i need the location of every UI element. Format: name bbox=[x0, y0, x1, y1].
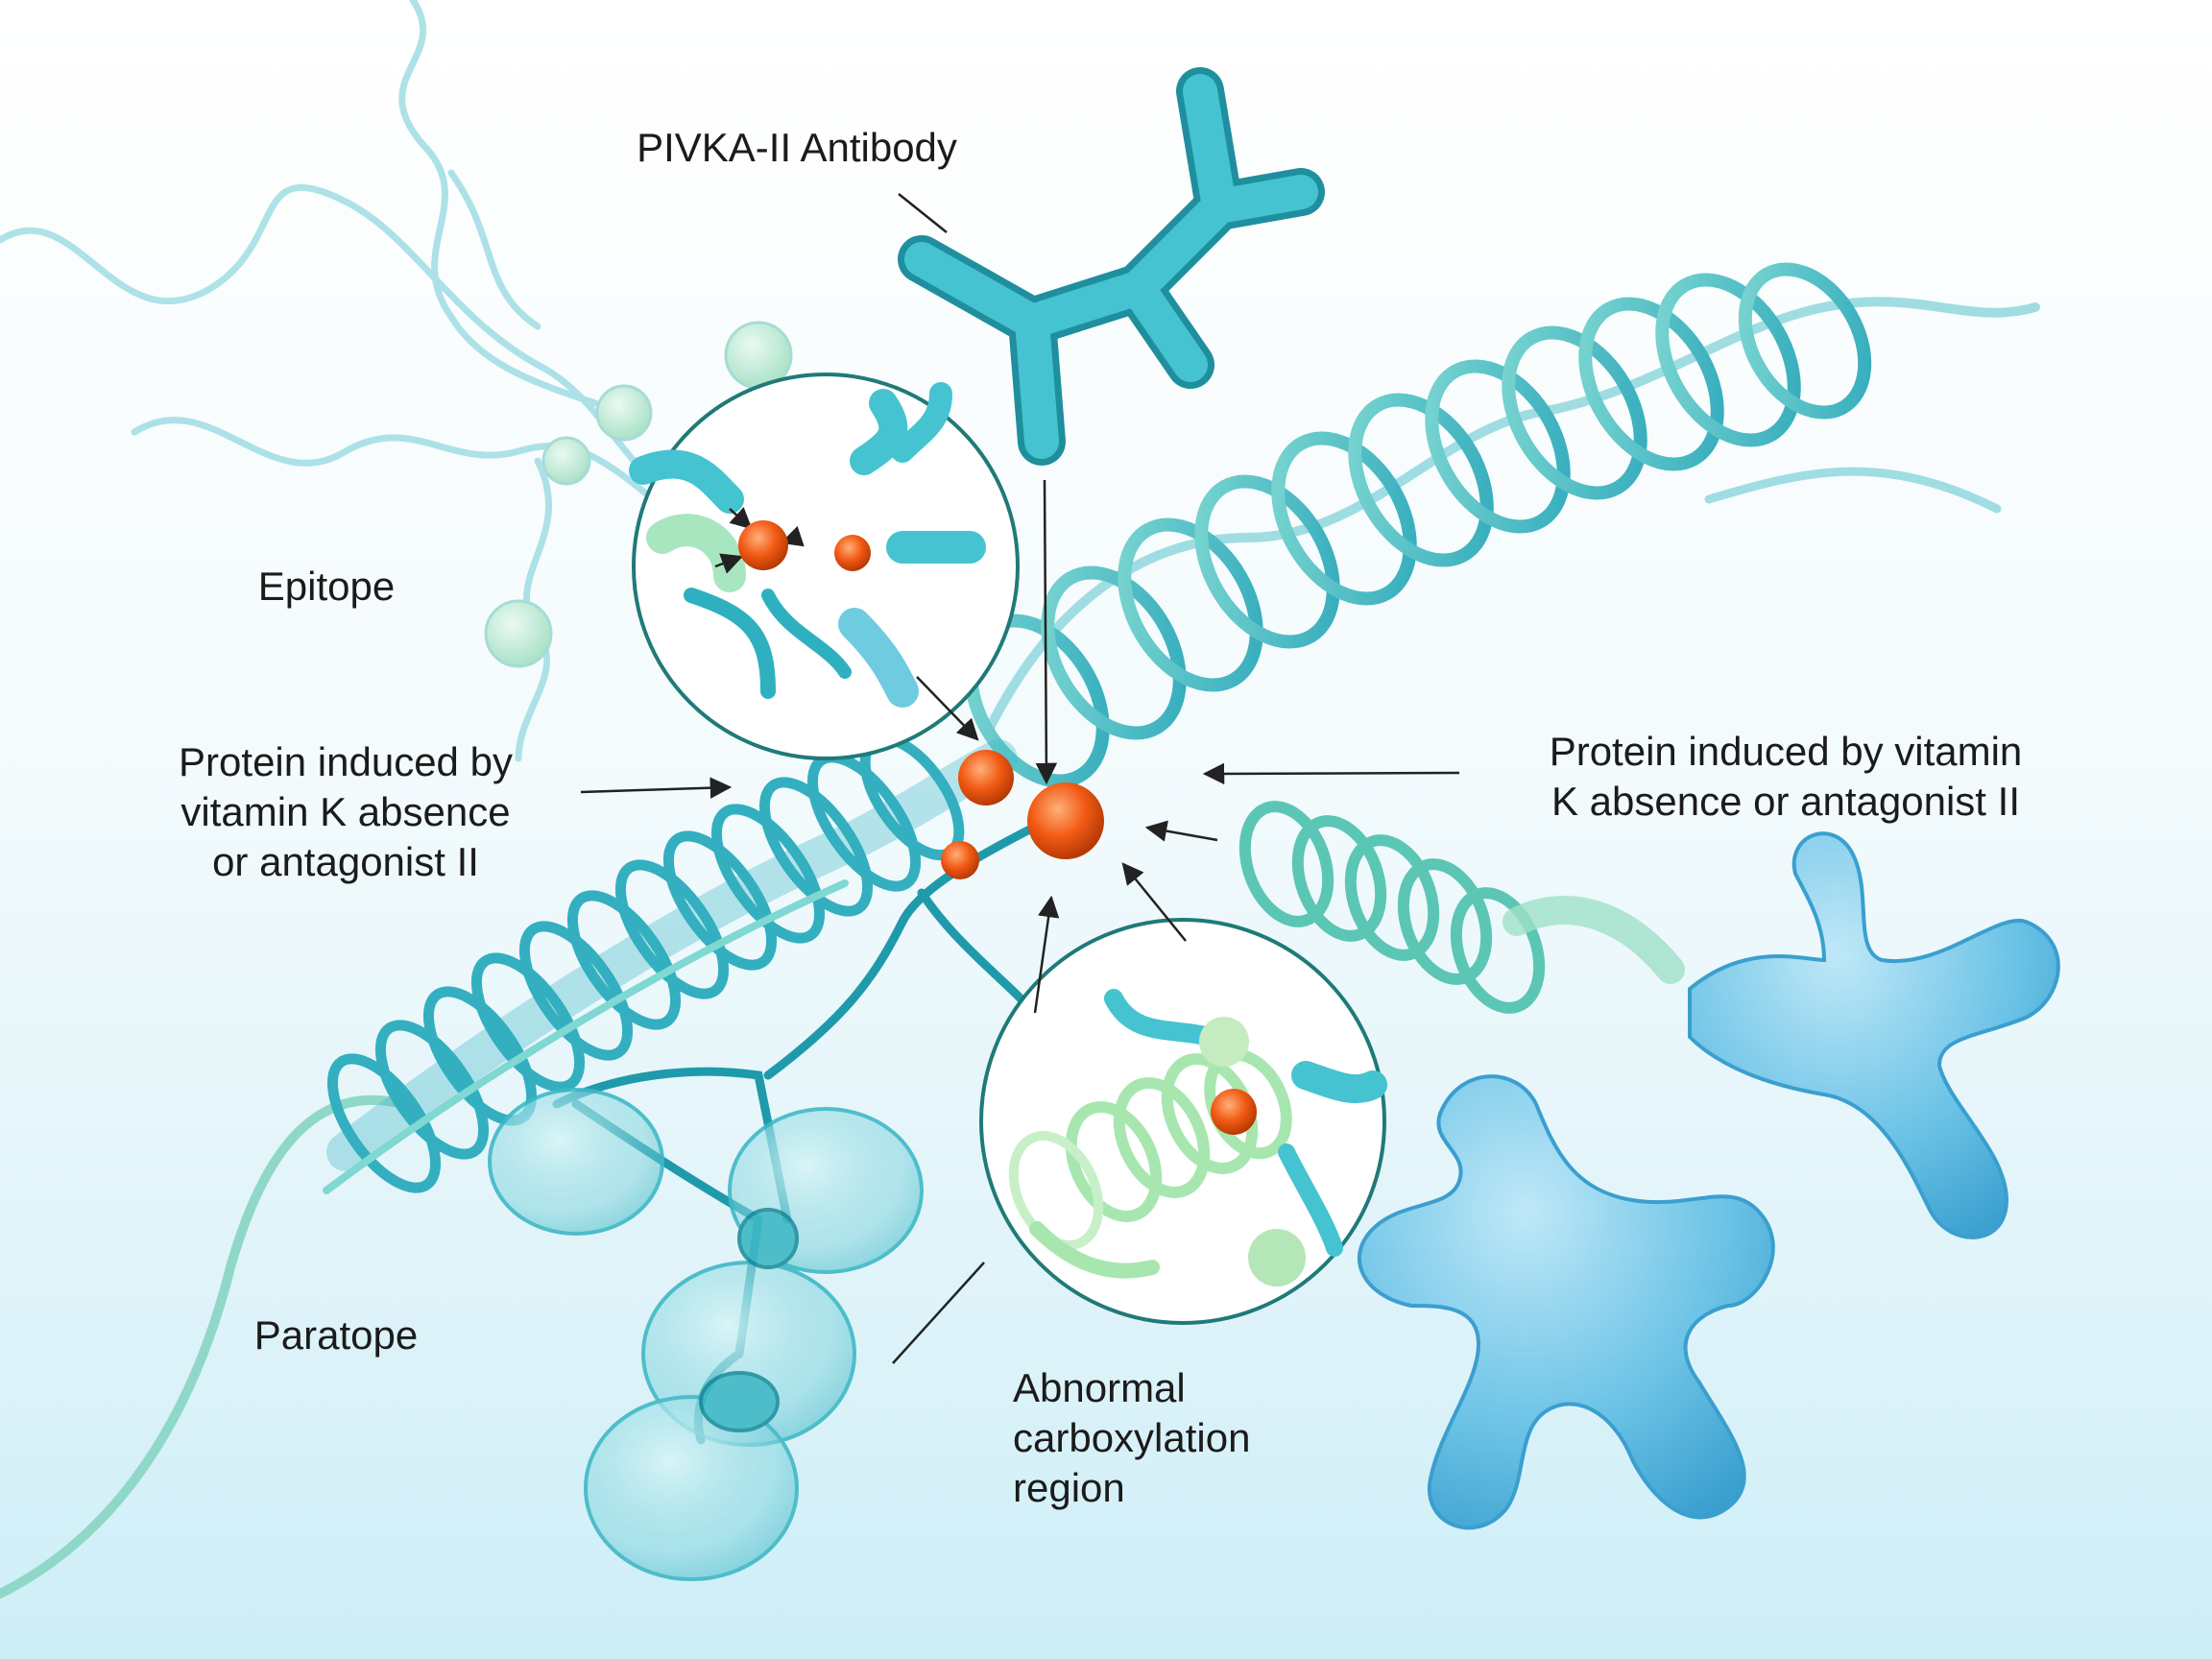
protein-label-left-line3: or antagonist II bbox=[212, 839, 479, 884]
abnormal-label-line2: carboxylation bbox=[1013, 1415, 1251, 1460]
carboxylation-sites bbox=[941, 750, 1104, 879]
protein-label-right-line2: K absence or antagonist II bbox=[1551, 779, 2020, 824]
main-helix bbox=[323, 733, 1018, 1194]
protein-label-right-line1: Protein induced by vitamin bbox=[1549, 729, 2023, 774]
antibody-label: PIVKA-II Antibody bbox=[637, 125, 957, 170]
protein-label-left-line2: vitamin K absence bbox=[180, 789, 511, 834]
protein-label-right: Protein induced by vitamin K absence or … bbox=[1479, 727, 2093, 827]
abnormal-label-line3: region bbox=[1013, 1465, 1125, 1510]
lower-bubbles bbox=[488, 1088, 924, 1581]
blue-antibody-upper bbox=[1688, 831, 2060, 1239]
carboxylation-inset bbox=[979, 918, 1387, 1325]
leader-lines bbox=[580, 193, 1460, 1364]
protein-label-left: Protein induced by vitamin K absence or … bbox=[115, 737, 576, 887]
abnormal-label-line1: Abnormal bbox=[1013, 1365, 1186, 1410]
epitope-label: Epitope bbox=[257, 564, 396, 609]
background-strands bbox=[0, 0, 676, 762]
blue-antibody-lower bbox=[1357, 1074, 1775, 1530]
abnormal-carboxylation-label: Abnormal carboxylation region bbox=[1013, 1363, 1339, 1513]
right-helix bbox=[1238, 801, 1546, 1014]
paratope-label: Paratope bbox=[253, 1312, 419, 1358]
pivka-antibody-shape bbox=[898, 67, 1325, 466]
background-bubbles bbox=[484, 321, 793, 668]
upper-helix bbox=[964, 262, 2040, 788]
lower-strand bbox=[0, 1094, 408, 1599]
protein-label-left-line1: Protein induced by bbox=[179, 739, 513, 784]
right-connector bbox=[1503, 896, 1685, 984]
epitope-inset bbox=[629, 373, 1020, 760]
